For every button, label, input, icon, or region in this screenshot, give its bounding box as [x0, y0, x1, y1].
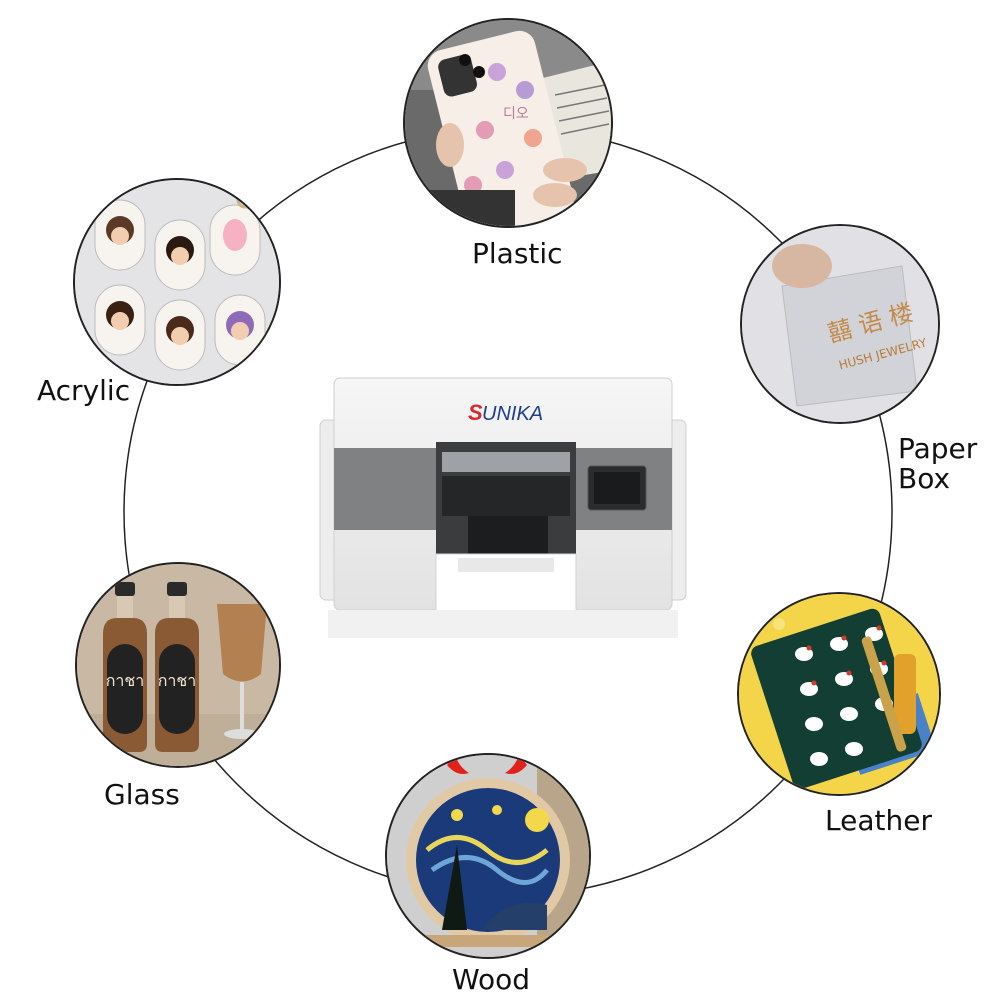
leather-label: Leather: [825, 804, 932, 837]
bottle-label-1: กาชา: [106, 671, 145, 690]
plastic-label: Plastic: [472, 237, 563, 270]
paper-box-label-line2: Box: [898, 462, 951, 495]
paper-box-label-line1: Paper: [898, 432, 978, 465]
bottle-label-2: กาชา: [158, 671, 197, 690]
leather-photo: [737, 592, 941, 796]
glass-photo: กาชา กาชา: [75, 562, 281, 768]
acrylic-photo: [73, 178, 281, 386]
uv-printer: S UNIKA: [318, 376, 688, 642]
acrylic-label: Acrylic: [37, 374, 131, 407]
svg-text:S: S: [468, 400, 483, 425]
glass-label: Glass: [104, 778, 180, 811]
plastic-photo: 디오 디오: [403, 18, 613, 228]
paper-box-photo: 囍 语 楼 HUSH JEWELRY: [740, 224, 940, 424]
svg-text:디오: 디오: [503, 106, 529, 122]
wood-photo: [385, 753, 591, 959]
printer-brand-logo: UNIKA: [482, 403, 543, 425]
wood-label: Wood: [452, 963, 531, 996]
